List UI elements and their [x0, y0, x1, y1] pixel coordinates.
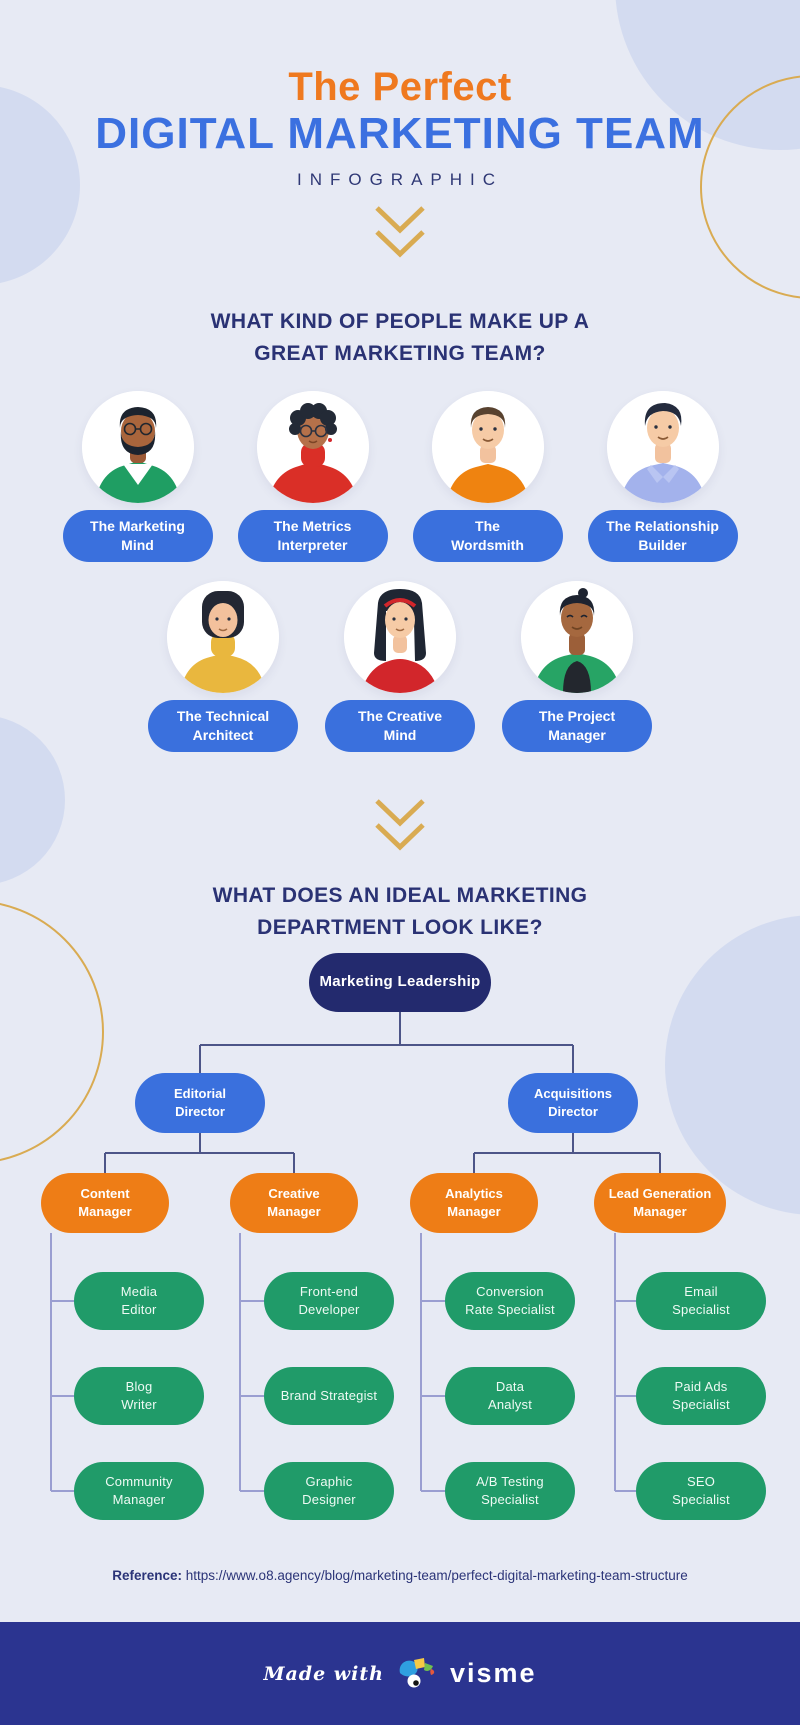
section-org-heading: WHAT DOES AN IDEAL MARKETING DEPARTMENT … — [212, 884, 588, 939]
avatar-marketing-mind — [81, 391, 194, 503]
org-node-director: Editorial Director — [135, 1073, 265, 1133]
org-node-report: A/B Testing Specialist — [445, 1462, 575, 1520]
page-title: DIGITAL MARKETING TEAM — [95, 109, 705, 158]
person-card: The Creative Mind — [325, 581, 475, 752]
reference-label: Reference: — [112, 1568, 183, 1583]
avatar-illustration — [256, 391, 369, 503]
role-pill: The Project Manager — [502, 700, 652, 752]
person-card: The Wordsmith — [412, 391, 563, 562]
person-card: The Marketing Mind — [62, 391, 213, 562]
header: The Perfect DIGITAL MARKETING TEAM INFOG… — [0, 66, 800, 190]
org-node-report: Email Specialist — [636, 1272, 766, 1330]
org-node-report: Blog Writer — [74, 1367, 204, 1425]
org-node-manager: Lead Generation Manager — [594, 1173, 726, 1233]
person-card: The Metrics Interpreter — [237, 391, 388, 562]
org-node-director: Acquisitions Director — [508, 1073, 638, 1133]
avatar-relationship-builder — [606, 391, 719, 503]
role-pill: The Creative Mind — [325, 700, 475, 752]
role-pill: The Metrics Interpreter — [237, 510, 388, 562]
org-node-report: Conversion Rate Specialist — [445, 1272, 575, 1330]
org-node-manager: Analytics Manager — [410, 1173, 538, 1233]
person-card: The Technical Architect — [148, 581, 298, 752]
reference-url-link[interactable]: https://www.o8.agency/blog/marketing-tea… — [185, 1568, 688, 1583]
section-divider — [0, 798, 800, 854]
double-chevron-down-icon — [375, 206, 425, 258]
title-accent: The Perfect — [288, 65, 512, 109]
avatar-creative-mind — [344, 581, 456, 693]
org-node-report: Graphic Designer — [264, 1462, 394, 1520]
org-node-manager: Content Manager — [41, 1173, 169, 1233]
people-row-2: The Technical Architect The Creative Min… — [0, 581, 800, 752]
org-node-manager: Creative Manager — [230, 1173, 358, 1233]
visme-wordmark[interactable]: visme — [449, 1658, 537, 1688]
org-node-report: SEO Specialist — [636, 1462, 766, 1520]
org-node-report: Brand Strategist — [264, 1367, 394, 1425]
avatar-illustration — [431, 391, 544, 503]
footer: Made with visme — [0, 1622, 800, 1725]
made-with-text: Made with — [263, 1662, 384, 1685]
avatar-metrics-interpreter — [256, 391, 369, 503]
org-connector-lines — [50, 1012, 661, 1492]
avatar-illustration — [606, 391, 719, 503]
avatar-illustration — [167, 581, 279, 693]
role-pill: The Technical Architect — [148, 700, 298, 752]
org-node-root: Marketing Leadership — [309, 953, 491, 1012]
org-chart: Marketing Leadership Editorial Director … — [0, 945, 800, 1530]
avatar-illustration — [521, 581, 633, 693]
org-node-report: Media Editor — [74, 1272, 204, 1330]
org-node-report: Data Analyst — [445, 1367, 575, 1425]
role-pill: The Relationship Builder — [587, 510, 738, 562]
people-row-1: The Marketing Mind — [0, 391, 800, 562]
person-card: The Project Manager — [502, 581, 652, 752]
avatar-technical-architect — [167, 581, 279, 693]
avatar-project-manager — [521, 581, 633, 693]
avatar-illustration — [81, 391, 194, 503]
reference-line: Reference: https://www.o8.agency/blog/ma… — [0, 1568, 800, 1583]
org-node-report: Front-end Developer — [264, 1272, 394, 1330]
role-pill: The Marketing Mind — [62, 510, 213, 562]
visme-chameleon-icon[interactable] — [397, 1657, 437, 1691]
section-divider — [0, 205, 800, 261]
org-node-report: Paid Ads Specialist — [636, 1367, 766, 1425]
double-chevron-down-icon — [375, 799, 425, 851]
person-card: The Relationship Builder — [587, 391, 738, 562]
subtitle: INFOGRAPHIC — [296, 170, 504, 189]
section-people-heading: WHAT KIND OF PEOPLE MAKE UP A GREAT MARK… — [210, 310, 590, 365]
org-node-report: Community Manager — [74, 1462, 204, 1520]
avatar-wordsmith — [431, 391, 544, 503]
role-pill: The Wordsmith — [412, 510, 563, 562]
avatar-illustration — [344, 581, 456, 693]
